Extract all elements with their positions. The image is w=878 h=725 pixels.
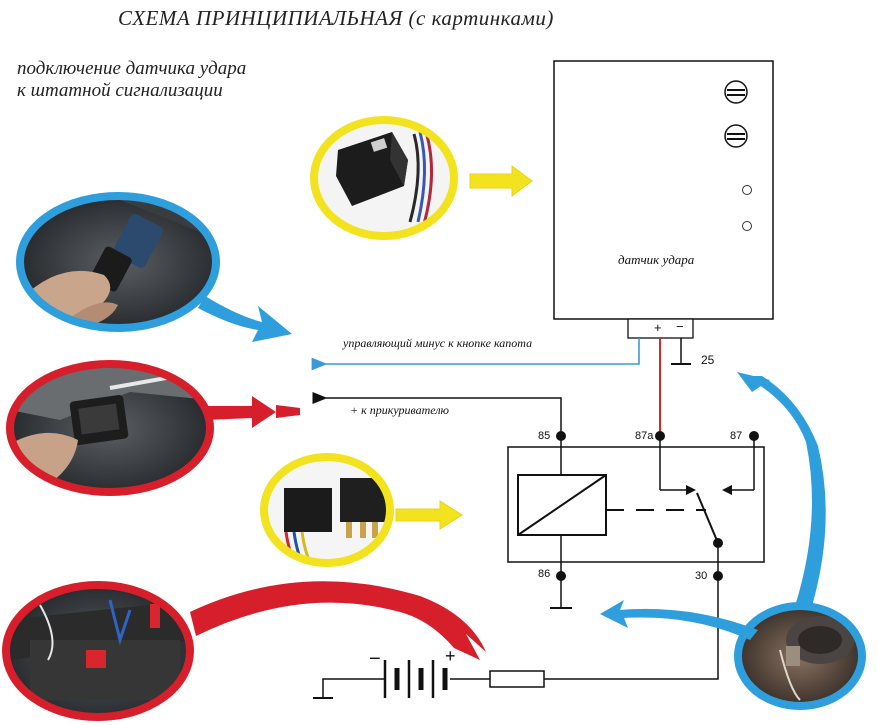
- pin-86-label: 86: [538, 568, 551, 580]
- pin-87-label: 87: [730, 430, 743, 442]
- relay: [507, 431, 765, 581]
- subtitle-line-1: подключение датчика удара: [17, 58, 247, 79]
- photo-relay: [260, 453, 394, 567]
- relay-coil: [517, 474, 607, 536]
- adjust-screw-1: [724, 80, 748, 104]
- led-1: [742, 185, 752, 195]
- sensor-minus-label: −: [676, 319, 684, 334]
- page-subtitle: подключение датчика удара к штатной сигн…: [17, 58, 246, 102]
- battery-ground-wire: [322, 678, 385, 698]
- pin-85-label: 85: [538, 430, 551, 442]
- blue-wire-hood: [311, 338, 640, 371]
- sensor-box: [553, 60, 774, 320]
- adjust-screw-2: [724, 124, 748, 148]
- sensor-ground: [671, 338, 691, 365]
- relay-switch-arm: [696, 492, 719, 544]
- fuse: [489, 670, 545, 688]
- photo-hood-connector: [16, 192, 220, 332]
- blue-arrow-hood: [198, 296, 292, 342]
- shock-sensor: [553, 60, 774, 339]
- ground-number-label: 25: [701, 353, 715, 367]
- photo-shock-sensor: [310, 116, 458, 240]
- battery-plus-label: +: [445, 646, 456, 666]
- pin-87: [749, 431, 759, 441]
- battery-minus-label: −: [369, 648, 381, 670]
- photo-lighter-connector: [6, 360, 214, 496]
- pin-87a-label: 87a: [635, 430, 654, 442]
- red-arrow-battery: [190, 581, 486, 660]
- led-2: [742, 221, 752, 231]
- red-arrow-lighter: [206, 396, 276, 428]
- pin-85: [556, 431, 566, 441]
- pin-30-label: 30: [695, 570, 708, 582]
- lighter-wire-label: + к прикуривателю: [350, 403, 450, 417]
- black-wire-lighter: [312, 392, 562, 436]
- page-title: СХЕМА ПРИНЦИПИАЛЬНАЯ (с картинками): [118, 6, 554, 30]
- yellow-arrow-sensor: [469, 165, 533, 197]
- wire-30-to-fuse: [544, 576, 719, 680]
- sensor-label: датчик удара: [618, 252, 695, 267]
- sensor-plus-label: +: [654, 320, 662, 335]
- hood-wire-label: управляющий минус к кнопке капота: [343, 336, 533, 350]
- yellow-arrow-relay: [395, 500, 463, 530]
- relay-86-ground: [550, 576, 572, 609]
- photo-horn: [734, 602, 866, 710]
- subtitle-line-2: к штатной сигнализации: [17, 80, 223, 101]
- blue-arrow-horn-30: [600, 600, 758, 640]
- blue-arrow-horn-87: [744, 376, 826, 606]
- pin-87a: [655, 431, 665, 441]
- battery-symbol: [383, 660, 448, 698]
- photo-battery: [2, 581, 194, 721]
